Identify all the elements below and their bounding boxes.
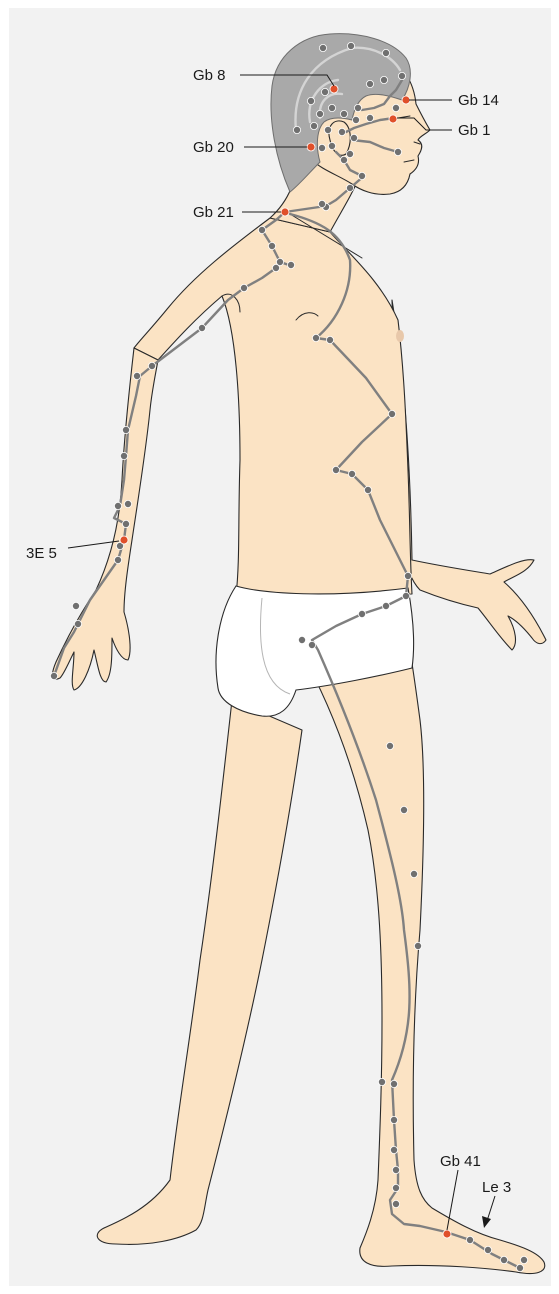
label-gb8: Gb 8 [193,67,226,84]
label-gb1: Gb 1 [458,122,491,139]
label-3e5: 3E 5 [26,545,57,562]
label-gb20: Gb 20 [193,139,234,156]
point-gb41 [443,1230,451,1238]
nipple [396,330,404,342]
label-le3: Le 3 [482,1179,511,1196]
point-gb1 [389,115,397,123]
label-gb41: Gb 41 [440,1153,481,1170]
point-gb20 [307,143,315,151]
point-gb8 [330,85,338,93]
label-gb21: Gb 21 [193,204,234,221]
label-gb14: Gb 14 [458,92,499,109]
point-gb14 [402,96,410,104]
point-3e5 [120,536,128,544]
point-gb21 [281,208,289,216]
